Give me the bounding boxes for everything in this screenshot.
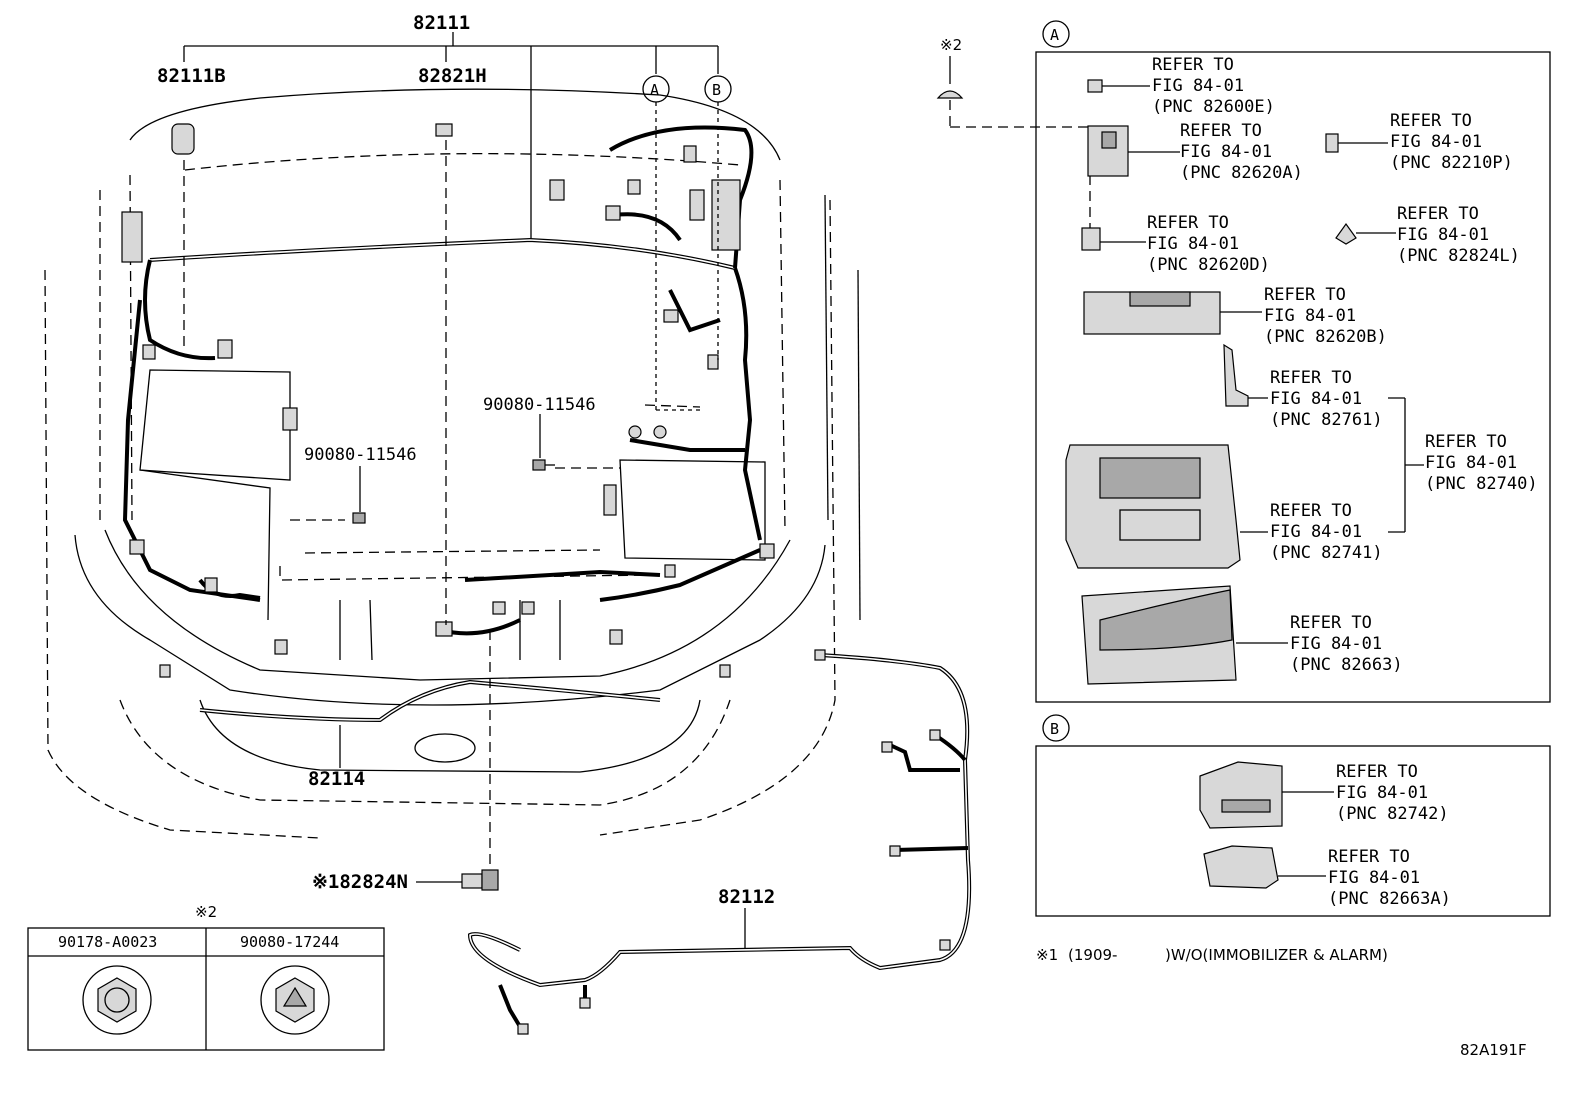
part-90080-17244: 90080-17244 (240, 933, 339, 951)
svg-text:FIG 84-01: FIG 84-01 (1397, 225, 1489, 245)
bolt-lower: 90080-11546 (304, 445, 417, 524)
svg-text:90080-11546: 90080-11546 (304, 445, 417, 465)
panel-a-tag: A (1050, 26, 1059, 44)
svg-text:REFER TO: REFER TO (1180, 121, 1262, 141)
part-90178-A0023: 90178-A0023 (58, 933, 157, 951)
svg-text:※2: ※2 (195, 903, 217, 921)
panel-a: A REFER TO FIG 84-01 (PNC 82600E) REFER … (1035, 20, 1551, 703)
footnote: ※1 (1909- )W/O(IMMOBILIZER & ALARM) (1036, 946, 1388, 964)
svg-text:(PNC 82742): (PNC 82742) (1336, 804, 1449, 824)
svg-text:(PNC 82663): (PNC 82663) (1290, 655, 1403, 675)
svg-text:90080-11546: 90080-11546 (483, 395, 596, 415)
svg-text:FIG 84-01: FIG 84-01 (1390, 132, 1482, 152)
connector-82821H (435, 123, 453, 137)
main-connectors (121, 123, 775, 678)
svg-text:FIG 84-01: FIG 84-01 (1270, 389, 1362, 409)
svg-text:FIG 84-01: FIG 84-01 (1290, 634, 1382, 654)
connector-82111B (171, 123, 195, 155)
sensor-82824N: ※182824N (312, 869, 499, 893)
svg-text:(PNC 82210P): (PNC 82210P) (1390, 153, 1513, 173)
svg-text:FIG 84-01: FIG 84-01 (1270, 522, 1362, 542)
fastener-table: ※2 90178-A0023 90080-17244 (27, 903, 385, 1051)
svg-text:FIG 84-01: FIG 84-01 (1425, 453, 1517, 473)
label-82111: 82111 (413, 12, 470, 34)
svg-text:(PNC 82620A): (PNC 82620A) (1180, 163, 1303, 183)
svg-text:(1909-: (1909- (1068, 946, 1117, 964)
harness-82111 (122, 125, 762, 636)
svg-text:REFER TO: REFER TO (1336, 762, 1418, 782)
svg-text:82112: 82112 (718, 886, 775, 908)
svg-text:FIG 84-01: FIG 84-01 (1336, 783, 1428, 803)
clip-note2: ※2 (936, 36, 964, 99)
svg-text:A: A (650, 81, 659, 99)
svg-text:(PNC 82740): (PNC 82740) (1425, 474, 1538, 494)
svg-text:(PNC 82600E): (PNC 82600E) (1152, 97, 1275, 117)
svg-text:REFER TO: REFER TO (1264, 285, 1346, 305)
svg-text:FIG 84-01: FIG 84-01 (1264, 306, 1356, 326)
panel-b-tag: B (1050, 720, 1059, 738)
svg-text:FIG 84-01: FIG 84-01 (1152, 76, 1244, 96)
svg-text:REFER TO: REFER TO (1270, 368, 1352, 388)
svg-text:REFER TO: REFER TO (1152, 55, 1234, 75)
svg-text:(PNC 82761): (PNC 82761) (1270, 410, 1383, 430)
callout-b: B (704, 75, 732, 103)
svg-text:FIG 84-01: FIG 84-01 (1147, 234, 1239, 254)
label-82821H: 82821H (418, 65, 487, 87)
svg-text:※2: ※2 (940, 36, 962, 54)
harness-82114: 82114 (199, 679, 661, 790)
svg-text:)W/O(IMMOBILIZER & ALARM): )W/O(IMMOBILIZER & ALARM) (1165, 946, 1388, 964)
svg-text:(PNC 82620B): (PNC 82620B) (1264, 327, 1387, 347)
svg-text:REFER TO: REFER TO (1390, 111, 1472, 131)
svg-text:FIG 84-01: FIG 84-01 (1180, 142, 1272, 162)
svg-text:REFER TO: REFER TO (1328, 847, 1410, 867)
svg-text:(PNC 82620D): (PNC 82620D) (1147, 255, 1270, 275)
svg-text:(PNC 82663A): (PNC 82663A) (1328, 889, 1451, 909)
svg-text:FIG 84-01: FIG 84-01 (1328, 868, 1420, 888)
callout-a: A (642, 75, 670, 103)
label-82114: 82114 (308, 768, 365, 790)
label-82111B: 82111B (157, 65, 226, 87)
bolt-upper: 90080-11546 (483, 395, 596, 471)
panel-b: B REFER TO FIG 84-01 (PNC 82742) REFER T… (1035, 714, 1551, 917)
svg-text:REFER TO: REFER TO (1147, 213, 1229, 233)
fog-lamp-ellipse (414, 733, 476, 763)
svg-text:REFER TO: REFER TO (1425, 432, 1507, 452)
svg-text:REFER TO: REFER TO (1397, 204, 1479, 224)
svg-text:REFER TO: REFER TO (1270, 501, 1352, 521)
svg-text:※1: ※1 (1036, 946, 1058, 964)
svg-text:B: B (712, 81, 721, 99)
svg-text:(PNC 82741): (PNC 82741) (1270, 543, 1383, 563)
reference-leaders (183, 100, 1091, 870)
figure-code: 82A191F (1460, 1041, 1527, 1059)
svg-text:(PNC 82824L): (PNC 82824L) (1397, 246, 1520, 266)
svg-text:※182824N: ※182824N (312, 871, 408, 893)
main-harness-bracket: 82111 (183, 12, 719, 240)
harness-82112: 82112 (467, 649, 972, 1035)
svg-text:REFER TO: REFER TO (1290, 613, 1372, 633)
